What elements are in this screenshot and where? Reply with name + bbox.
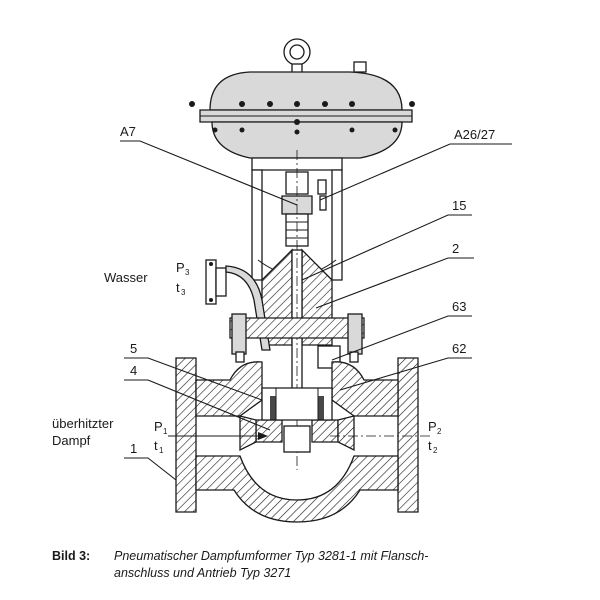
label-wasser: Wasser	[104, 270, 148, 285]
label-15: 15	[452, 198, 466, 213]
caption-line-1: Pneumatischer Dampfumformer Typ 3281-1 m…	[114, 549, 429, 563]
label-t1: t	[154, 438, 158, 453]
label-62: 62	[452, 341, 466, 356]
label-p2-sub: 2	[437, 427, 442, 436]
lifting-eye	[283, 38, 311, 75]
actuator-bolts	[189, 101, 415, 135]
actuator-housing	[199, 61, 413, 159]
flow-arrow	[168, 432, 430, 440]
label-ueberhitzter: überhitzter	[52, 416, 114, 431]
stem-connector	[281, 171, 327, 247]
label-t2-sub: 2	[433, 446, 438, 455]
label-a26-27: A26/27	[454, 127, 495, 142]
leader-lines	[120, 140, 512, 481]
label-1: 1	[130, 441, 137, 456]
label-p2: P	[428, 419, 437, 434]
valve-body	[175, 357, 419, 523]
label-t2: t	[428, 438, 432, 453]
label-p3: P	[176, 260, 185, 275]
label-a7: A7	[120, 124, 136, 139]
caption-line-2: anschluss und Antrieb Typ 3271	[114, 566, 292, 580]
label-4: 4	[130, 363, 137, 378]
figure-caption: Bild 3: Pneumatischer Dampfumformer Typ 3…	[52, 548, 572, 582]
label-p1-sub: 1	[163, 427, 168, 436]
bonnet-flange	[229, 313, 365, 369]
label-63: 63	[452, 299, 466, 314]
caption-number: Bild 3:	[52, 549, 91, 563]
label-dampf: Dampf	[52, 433, 91, 448]
label-t1-sub: 1	[159, 446, 164, 455]
label-t3-sub: 3	[181, 288, 186, 297]
label-p3-sub: 3	[185, 268, 190, 277]
label-p1: P	[154, 419, 163, 434]
label-2: 2	[452, 241, 459, 256]
label-5: 5	[130, 341, 137, 356]
label-t3: t	[176, 280, 180, 295]
